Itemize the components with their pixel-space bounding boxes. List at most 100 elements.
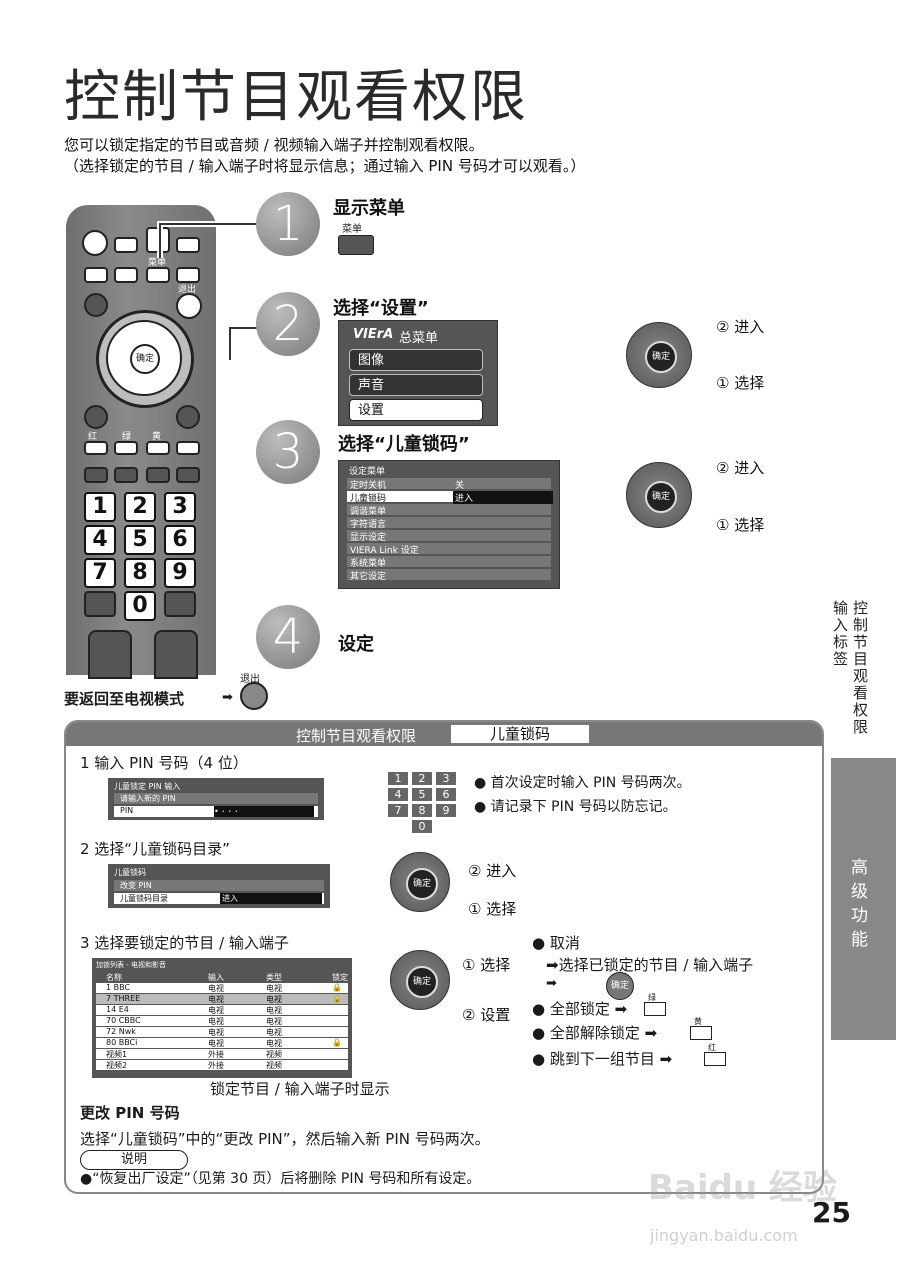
step-2-circle: 2 <box>256 292 320 356</box>
pin-note-text: 请记录下 PIN 号码以防忘记。 <box>490 799 677 815</box>
lock-list-header: 名称 <box>106 973 122 982</box>
lock-list-cell: 电视 <box>266 1006 282 1015</box>
green-key-label: 绿 <box>122 432 132 442</box>
keypad-digit: 4 <box>388 788 408 801</box>
red-key <box>84 441 108 455</box>
red-key-icon <box>704 1052 726 1066</box>
lock-list-cell: 电视 <box>266 995 282 1004</box>
remote-key <box>146 267 170 283</box>
remote-key <box>154 630 198 679</box>
lock-screen-row: 改变 PIN <box>114 880 324 891</box>
lock-screen-row-value: 进入 <box>220 893 322 904</box>
nav-select-label: ① 选择 <box>716 374 765 392</box>
lock-list-cell: 🔒 <box>332 983 342 992</box>
remote-key <box>114 467 138 483</box>
lock-list-cell: 🔒 <box>332 994 342 1003</box>
next-group-note: ● 跳到下一组节目 ➡ <box>532 1050 673 1068</box>
lock-list-cell: 电视 <box>266 1028 282 1037</box>
cancel-note: ● 取消 <box>532 934 580 952</box>
lock-list-cell: 14 E4 <box>106 1005 129 1014</box>
panel-header-tag: 儿童锁码 <box>451 725 589 743</box>
side-label-input: 输入标签 <box>831 600 849 668</box>
nav-select-label: ① 选择 <box>462 956 511 974</box>
pin-screen-prompt: 请输入新的 PIN <box>114 793 318 804</box>
digit-key: 0 <box>124 591 156 621</box>
step-1-circle: 1 <box>256 192 320 256</box>
cancel-detail-text: 选择已锁定的节目 / 输入端子 <box>558 956 754 974</box>
return-tv-text: 要返回至电视模式 <box>64 690 185 708</box>
lock-list-cell: 电视 <box>266 984 282 993</box>
side-tab-char: 能 <box>851 930 868 950</box>
side-tab-char: 功 <box>851 906 868 926</box>
setup-row-label: 定时关机 <box>350 481 387 491</box>
change-pin-text: 选择“儿童锁码”中的“更改 PIN”，然后输入新 PIN 号码两次。 <box>80 1130 490 1148</box>
lock-list-cell: 外接 <box>208 1061 224 1070</box>
lock-list-row <box>96 983 348 993</box>
lock-list-cell: 视频 <box>266 1050 282 1059</box>
page-number: 25 <box>812 1196 851 1229</box>
remote-key <box>114 267 138 283</box>
pin-note-2: ● 请记录下 PIN 号码以防忘记。 <box>474 799 677 815</box>
keypad-digit: 5 <box>412 788 432 801</box>
digit-key: 1 <box>84 492 116 522</box>
arrow-icon: ➡ <box>546 976 557 991</box>
power-button <box>82 230 108 256</box>
nav-enter-label: ② 进入 <box>716 459 765 477</box>
lock-list-cell: 电视 <box>208 1006 224 1015</box>
menu-key-label: 菜单 <box>148 258 167 268</box>
setup-row-value: 关 <box>455 481 465 491</box>
digit-key: 3 <box>164 492 196 522</box>
keypad-digit: 3 <box>436 772 456 785</box>
remote-round-key <box>84 293 108 317</box>
pin-note-text: 首次设定时输入 PIN 号码两次。 <box>490 775 691 791</box>
lock-list-cell: 70 CBBC <box>106 1016 141 1025</box>
remote-control: 菜单 退出 确定 红 绿 黄 1 2 3 4 5 6 7 8 9 0 <box>66 205 216 679</box>
step-3-label: 选择“儿童锁码” <box>338 434 470 455</box>
yellow-key <box>146 441 170 455</box>
setup-row-label: VIERA Link 设定 <box>350 546 419 556</box>
menu-button-icon <box>338 235 374 255</box>
dpad: 确定 <box>106 320 182 396</box>
side-tab: 高 级 功 能 <box>831 758 896 1040</box>
main-menu-item-picture: 图像 <box>349 349 483 371</box>
lock-list-row <box>96 1005 348 1015</box>
exit-button-icon <box>240 682 268 710</box>
lock-screen: 儿童锁码 改变 PIN 儿童锁码目录 进入 <box>108 864 330 908</box>
nav-pad: 确定 <box>626 462 692 528</box>
unlock-all-text: 全部解除锁定 <box>549 1024 640 1042</box>
nav-pad: 确定 <box>390 852 450 912</box>
lock-list-row <box>96 1027 348 1037</box>
digit-keypad: 1 2 3 4 5 6 7 8 9 0 <box>388 772 468 842</box>
lock-caption: 锁定节目 / 输入端子时显示 <box>210 1080 390 1098</box>
lock-list-cell: 电视 <box>208 1028 224 1037</box>
cancel-detail: ➡选择已锁定的节目 / 输入端子 <box>546 956 754 974</box>
note-label: 说明 <box>80 1150 188 1170</box>
pin-screen: 儿童锁定 PIN 输入 请输入新的 PIN PIN • ･ ･ ･ <box>108 778 324 820</box>
next-group-text: 跳到下一组节目 <box>549 1050 655 1068</box>
lock-list-cell: 电视 <box>208 1039 224 1048</box>
lock-list-cell: 7 THREE <box>106 994 141 1003</box>
exit-button-caption: 退出 <box>240 674 260 685</box>
menu-button-caption: 菜单 <box>342 224 362 235</box>
remote-key <box>176 237 200 253</box>
nav-enter-label: ② 进入 <box>468 862 517 880</box>
lock-list-title: 加锁列表 - 电视和影音 <box>96 961 166 969</box>
main-menu-item-setup: 设置 <box>349 399 483 421</box>
red-key-label: 红 <box>88 432 98 442</box>
info-panel: 控制节目观看权限 儿童锁码 1 输入 PIN 号码（4 位） 儿童锁定 PIN … <box>64 720 824 1194</box>
lock-list-row <box>96 1049 348 1059</box>
remote-round-key <box>176 405 200 429</box>
watermark-url: jingyan.baidu.com <box>650 1226 798 1245</box>
viera-logo: VIErA <box>353 327 394 342</box>
lock-list-header: 锁定 <box>332 973 348 982</box>
remote-key <box>84 591 116 617</box>
pin-screen-title: 儿童锁定 PIN 输入 <box>114 782 181 791</box>
keypad-digit: 7 <box>388 804 408 817</box>
panel-step-3: 3 选择要锁定的节目 / 输入端子 <box>80 934 289 952</box>
nav-set-label: ② 设置 <box>462 1006 511 1024</box>
step-4-circle: 4 <box>256 605 320 669</box>
remote-key <box>176 267 200 283</box>
main-menu-screen: VIErA 总菜单 图像 声音 设置 <box>338 320 498 426</box>
change-pin-title: 更改 PIN 号码 <box>80 1104 180 1122</box>
green-key <box>114 441 138 455</box>
